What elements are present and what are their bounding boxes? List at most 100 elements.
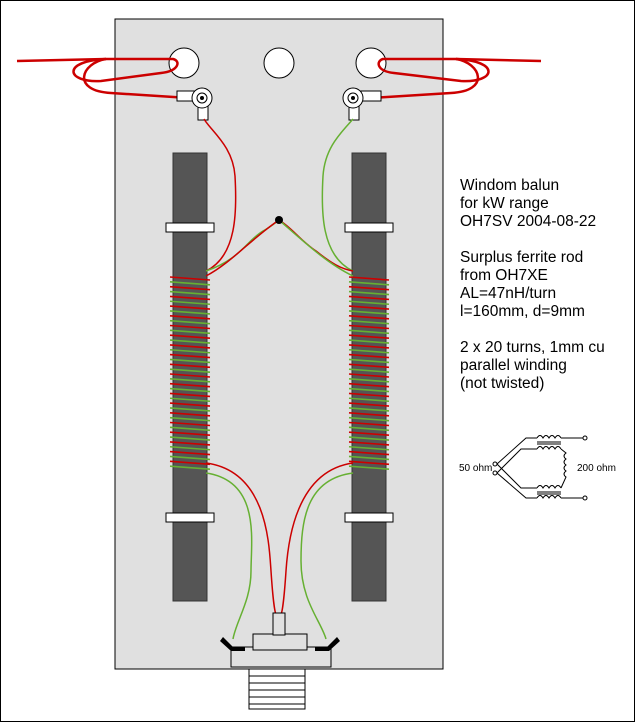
- winding-turn: [348, 416, 390, 422]
- winding-turn: [169, 344, 211, 349]
- winding-turn: [169, 387, 211, 393]
- winding-turn: [348, 319, 390, 325]
- mounting-hole-left: [168, 47, 200, 79]
- winding-right: [348, 276, 390, 470]
- winding-turn: [169, 436, 211, 441]
- winding-turn: [348, 300, 390, 306]
- winding-turn: [169, 465, 211, 470]
- mounting-hole-center: [263, 47, 295, 79]
- winding-turn: [169, 382, 211, 388]
- winding-turn: [348, 285, 390, 291]
- winding-turn: [169, 363, 211, 369]
- winding-turn: [348, 281, 390, 286]
- winding-turn: [348, 329, 390, 335]
- note-title: Windom balun for kW range OH7SV 2004-08-…: [460, 177, 597, 230]
- rod-clamp-left-bottom: [165, 512, 215, 523]
- winding-turn: [348, 334, 390, 339]
- winding-turn: [169, 392, 211, 398]
- winding-left: [169, 276, 211, 470]
- winding-turn: [169, 421, 211, 427]
- winding-turn: [169, 285, 211, 291]
- winding-turn: [348, 276, 390, 281]
- winding-turn: [169, 295, 211, 301]
- schematic-label-50-ohm: 50 ohm: [459, 463, 492, 474]
- winding-turn: [169, 329, 211, 335]
- winding-turn: [348, 368, 390, 373]
- winding-turn: [169, 373, 211, 378]
- winding-turn: [169, 445, 211, 451]
- antenna-wire-right: [370, 57, 542, 100]
- mounting-board: [114, 18, 444, 670]
- winding-turn: [348, 373, 390, 378]
- terminal-lug-right: [342, 87, 382, 121]
- note-winding-specs: 2 x 20 turns, 1mm cu parallel winding (n…: [460, 339, 605, 392]
- winding-turn: [348, 465, 390, 470]
- rod-clamp-right-bottom: [344, 512, 394, 523]
- winding-turn: [348, 460, 390, 466]
- winding-turn: [169, 305, 211, 310]
- winding-turn: [348, 382, 390, 388]
- rod-clamp-left-top: [165, 222, 215, 233]
- winding-turn: [348, 353, 390, 359]
- winding-turn: [348, 290, 390, 296]
- winding-turn: [169, 315, 211, 320]
- antenna-wire-left: [16, 57, 190, 100]
- lead-wires-bottom: [205, 462, 354, 640]
- winding-turn: [169, 416, 211, 422]
- winding-turn: [169, 402, 211, 407]
- winding-turn: [348, 348, 390, 354]
- winding-turn: [169, 319, 211, 325]
- winding-turn: [348, 441, 390, 446]
- winding-turn: [169, 431, 211, 436]
- terminal-lug-left: [176, 87, 213, 121]
- winding-turn: [348, 426, 390, 432]
- note-ferrite-specs: Surplus ferrite rod from OH7XE AL=47nH/t…: [460, 249, 585, 320]
- rod-clamp-right-top: [344, 222, 394, 233]
- winding-turn: [169, 324, 211, 330]
- winding-turn: [169, 412, 211, 417]
- junction-dot: [275, 216, 283, 224]
- balun-schematic: [492, 435, 588, 501]
- winding-turn: [169, 281, 211, 286]
- coax-connector: [220, 612, 340, 710]
- winding-turn: [348, 397, 390, 403]
- winding-turn: [169, 310, 211, 315]
- winding-turn: [348, 402, 390, 407]
- winding-turn: [169, 290, 211, 296]
- winding-turn: [169, 460, 211, 466]
- winding-turn: [348, 436, 390, 441]
- winding-turn: [169, 353, 211, 359]
- winding-turn: [169, 300, 211, 306]
- lead-wires-top: [203, 118, 354, 277]
- winding-turn: [348, 363, 390, 369]
- winding-turn: [169, 358, 211, 364]
- winding-turn: [348, 310, 390, 315]
- winding-turn: [348, 412, 390, 417]
- winding-turn: [348, 445, 390, 451]
- winding-turn: [169, 339, 211, 344]
- winding-turn: [348, 378, 390, 383]
- winding-turn: [348, 324, 390, 330]
- winding-turn: [348, 305, 390, 310]
- mounting-hole-right: [355, 47, 387, 79]
- winding-turn: [348, 407, 390, 412]
- description-notes: Windom balun for kW range OH7SV 2004-08-…: [460, 177, 630, 393]
- winding-turn: [348, 455, 390, 461]
- winding-turn: [169, 450, 211, 456]
- winding-turn: [348, 315, 390, 320]
- winding-turn: [348, 339, 390, 344]
- winding-turn: [169, 441, 211, 446]
- winding-turn: [348, 344, 390, 349]
- winding-turn: [348, 387, 390, 393]
- winding-turn: [169, 334, 211, 339]
- schematic-label-200-ohm: 200 ohm: [577, 463, 616, 474]
- winding-turn: [348, 392, 390, 398]
- winding-turn: [169, 378, 211, 383]
- winding-turn: [348, 431, 390, 436]
- winding-turn: [348, 450, 390, 456]
- winding-turn: [348, 358, 390, 364]
- winding-turn: [169, 397, 211, 403]
- winding-turn: [169, 276, 211, 281]
